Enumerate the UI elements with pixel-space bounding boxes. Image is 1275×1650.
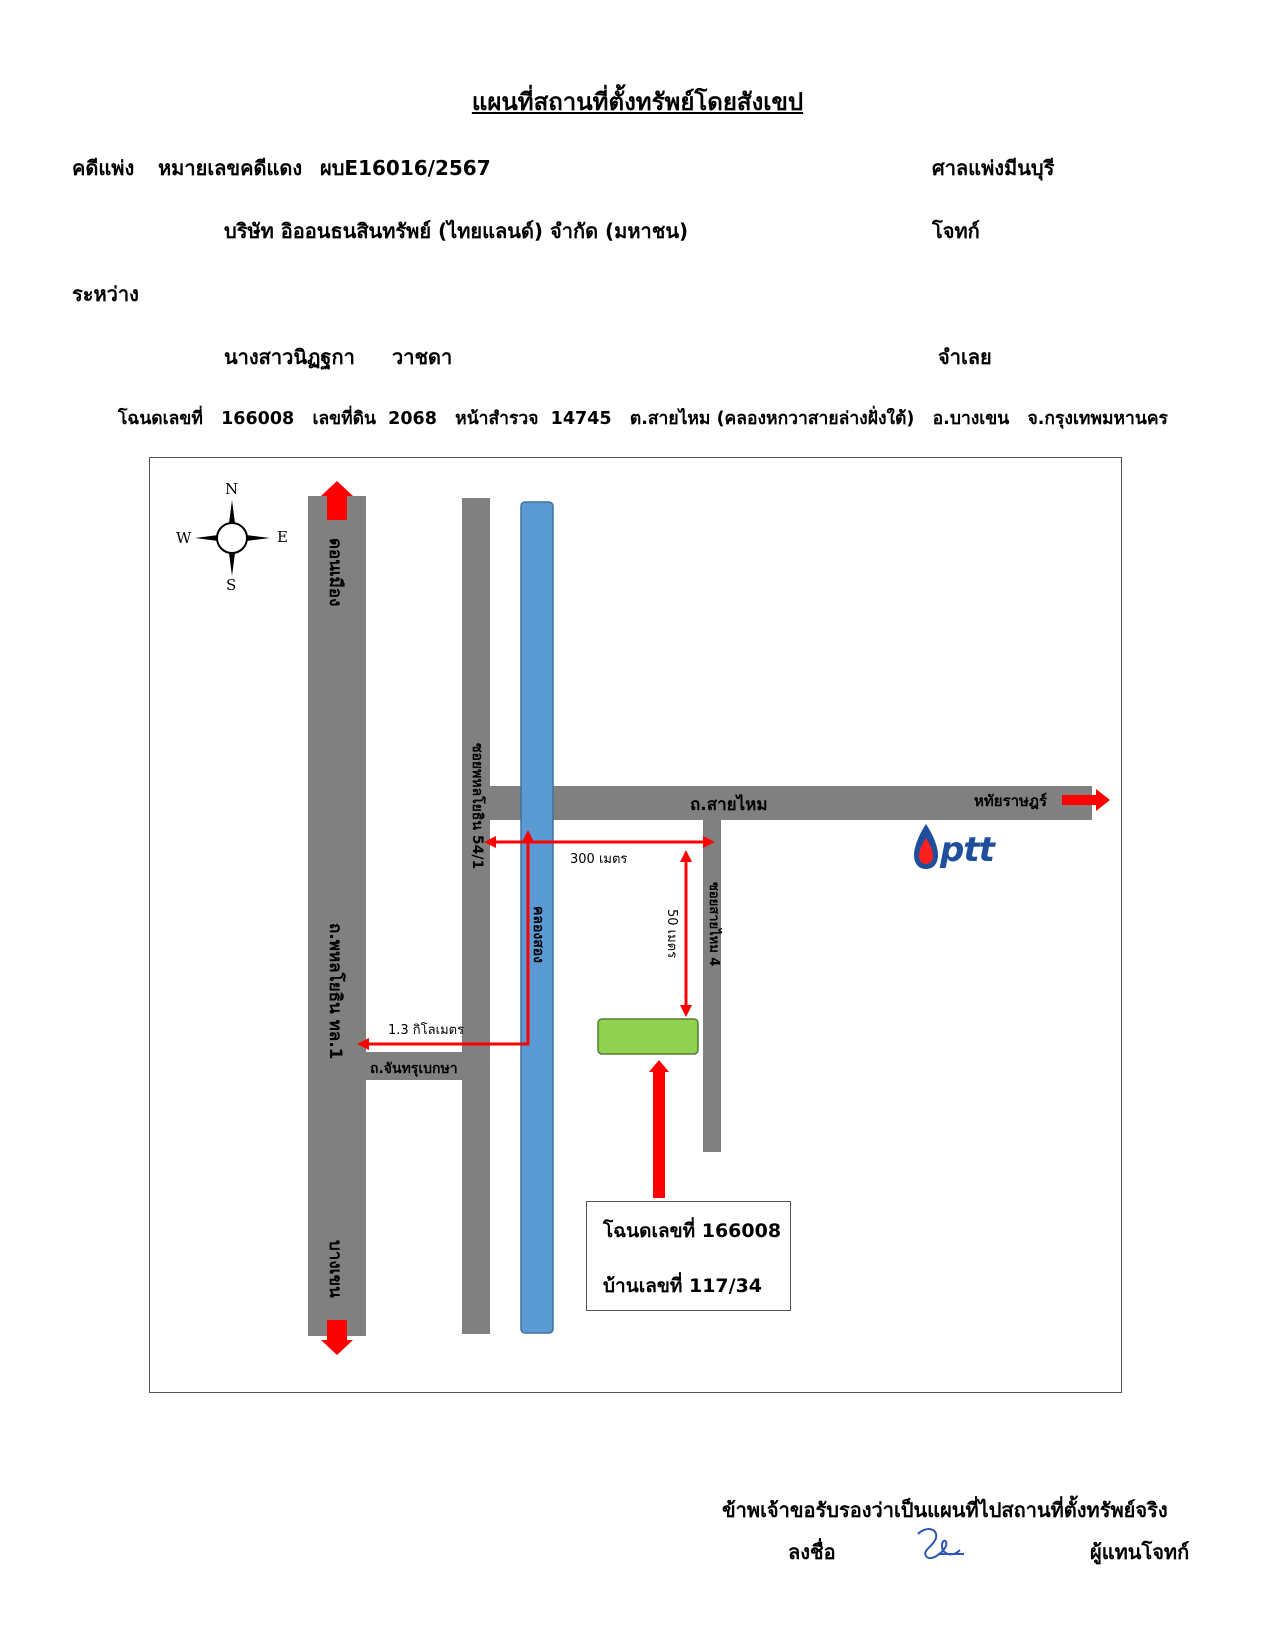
route-1-3km xyxy=(496,840,530,1046)
sign-role: ผู้แทนโจทก์ xyxy=(1090,1540,1190,1564)
label-soi-sai-mai-4: ซอยสายไหม 4 xyxy=(706,882,721,967)
phahonyothin-road xyxy=(308,496,366,1336)
label-khlong: คลองสอง xyxy=(530,906,546,963)
plaintiff-name: บริษัท อิออนธนสินทรัพย์ (ไทยแลนด์) จำกัด… xyxy=(224,219,689,243)
between-label: ระหว่าง xyxy=(72,282,139,306)
arrow-to-property xyxy=(649,1060,669,1198)
location-map: N S E W ดอนเมือง บางเขน ถ.พหลโยธิน ทล.1 … xyxy=(149,457,1122,1393)
property-house-number: บ้านเลขที่ 117/34 xyxy=(603,1275,763,1297)
compass-e: E xyxy=(277,528,288,546)
arrowhead-1-3km xyxy=(357,1038,369,1050)
label-chantrubeksa: ถ.จันทรุเบกษา xyxy=(370,1061,458,1077)
ptt-logo-icon xyxy=(914,824,938,869)
label-phahonyothin-main: ถ.พหลโยธิน ทล.1 xyxy=(325,923,345,1060)
defendant-role: จำเลย xyxy=(938,345,992,369)
label-dist-300m: 300 เมตร xyxy=(570,852,628,867)
label-sai-mai-road: ถ.สายไหม xyxy=(690,795,768,815)
defendant-first-name: นางสาวนิฏฐกา xyxy=(224,345,355,369)
compass-n: N xyxy=(225,480,239,498)
khlong-canal xyxy=(520,501,554,1334)
chantrubeksa-road xyxy=(366,1052,462,1080)
sign-label: ลงชื่อ xyxy=(788,1540,836,1564)
compass-w: W xyxy=(176,529,192,547)
compass-rose-icon xyxy=(195,500,270,576)
label-don-mueang: ดอนเมือง xyxy=(325,538,345,607)
property-deed: โฉนดเลขที่ 166008 xyxy=(603,1220,782,1242)
page-title: แผนที่สถานที่ตั้งทรัพย์โดยสังเขป xyxy=(471,88,804,116)
label-hathai-rat: หทัยราษฎร์ xyxy=(974,792,1048,810)
map-drawing xyxy=(195,481,1110,1355)
case-number-label: หมายเลขคดีแดง xyxy=(158,156,303,180)
soi-sai-mai-4-road xyxy=(703,820,721,1152)
court-name: ศาลแพ่งมีนบุรี xyxy=(932,156,1055,180)
soi-phahonyothin-road xyxy=(462,498,490,1334)
deed-line: โฉนดเลขที่ 166008 เลขที่ดิน 2068 หน้าสำร… xyxy=(118,409,1168,429)
case-label: คดีแพ่ง xyxy=(72,156,135,180)
arrow-east xyxy=(1062,789,1110,811)
case-number: ผบE16016/2567 xyxy=(320,156,491,180)
arrow-north xyxy=(321,481,353,520)
property-plot xyxy=(597,1018,699,1055)
label-dist-1-3km: 1.3 กิโลเมตร xyxy=(388,1023,465,1038)
plaintiff-role: โจทก์ xyxy=(932,219,980,243)
ptt-logo-text: ptt xyxy=(940,830,995,870)
label-soi-phahonyothin: ซอยพหลโยธิน 54/1 xyxy=(469,743,485,870)
certify-text: ข้าพเจ้าขอรับรองว่าเป็นแผนที่ไปสถานที่ตั… xyxy=(722,1498,1168,1522)
compass-s: S xyxy=(226,576,237,594)
sai-mai-road xyxy=(490,786,1092,820)
property-info-box: โฉนดเลขที่ 166008 บ้านเลขที่ 117/34 xyxy=(586,1201,791,1311)
arrowhead-up xyxy=(522,830,534,842)
label-dist-50m: 50 เมตร xyxy=(664,909,679,959)
signature-icon xyxy=(917,1528,964,1560)
label-bang-khen: บางเขน xyxy=(325,1240,345,1298)
arrow-south xyxy=(321,1320,353,1355)
defendant-last-name: วาชดา xyxy=(392,345,453,369)
